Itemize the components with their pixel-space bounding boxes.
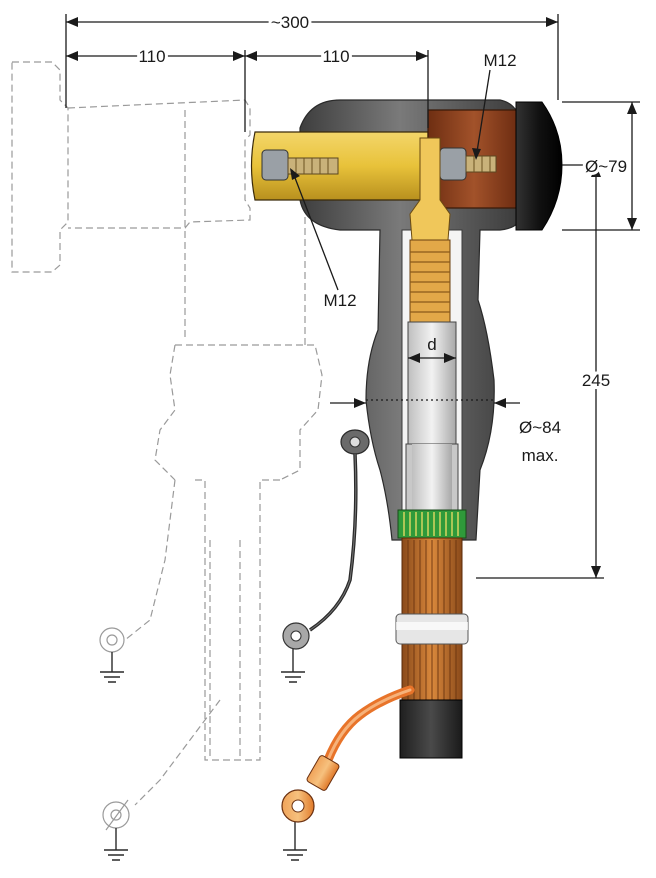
earth-braid — [323, 685, 415, 765]
label-bolt-top: M12 — [483, 51, 516, 70]
earth-wire — [309, 453, 358, 632]
main-termination — [250, 99, 563, 823]
label-conductor: d — [427, 335, 436, 354]
dimension-lines — [65, 14, 640, 579]
cable-jacket — [399, 699, 463, 759]
orange-earth-lug — [281, 755, 340, 823]
label-overall-width: ~300 — [271, 13, 309, 32]
green-band — [397, 509, 467, 539]
ground-symbol-left-lower — [104, 828, 128, 861]
label-right-span: 110 — [322, 47, 349, 66]
ground-symbol-left-upper — [100, 652, 124, 683]
grey-earth-lug — [282, 622, 310, 650]
label-height: 245 — [582, 371, 610, 390]
label-left-span: 110 — [138, 47, 165, 66]
label-head-diameter: Ø~79 — [585, 157, 627, 176]
black-end-cap — [515, 101, 563, 231]
label-body-diameter: Ø~84 — [519, 418, 561, 437]
label-body-diameter-max: max. — [522, 446, 559, 465]
ground-symbol-center-lower — [283, 822, 307, 861]
ghost-termination — [11, 61, 323, 831]
yellow-body — [250, 131, 429, 201]
ground-symbol-center-upper — [281, 648, 305, 683]
label-bolt-side: M12 — [323, 291, 356, 310]
